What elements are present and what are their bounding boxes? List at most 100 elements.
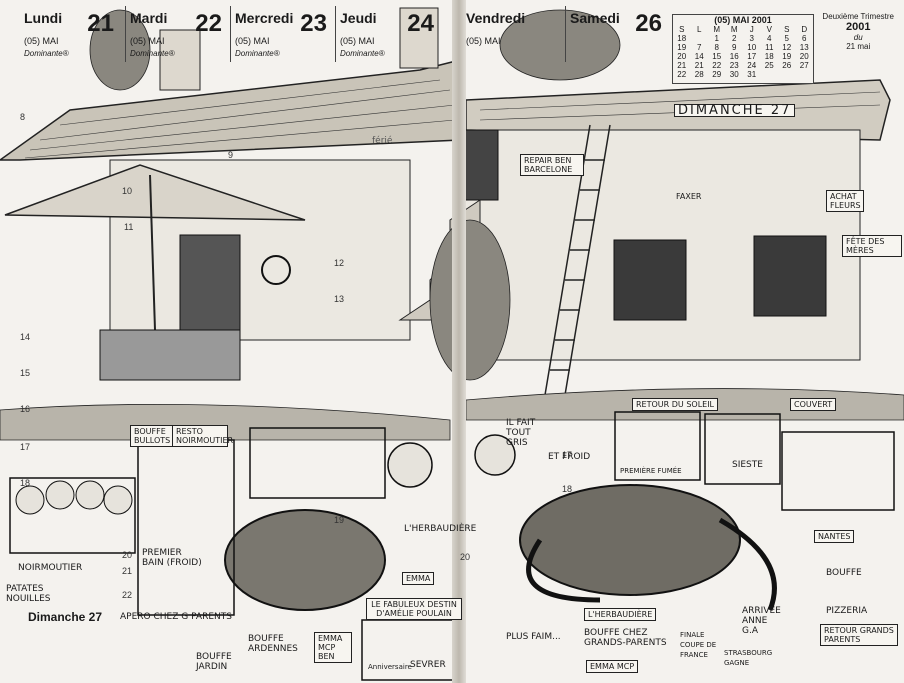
cal-cell: 15 bbox=[712, 52, 722, 61]
quarter-date: 21 mai bbox=[846, 42, 871, 51]
cal-cell: 27 bbox=[799, 61, 809, 70]
cal-cell bbox=[778, 70, 796, 79]
book-spine bbox=[452, 0, 466, 683]
pizzeria-note: PIZZERIA bbox=[826, 606, 868, 616]
cal-cell: 12 bbox=[782, 43, 792, 52]
sieste-note: SIESTE bbox=[732, 460, 763, 470]
hour-label: 15 bbox=[20, 368, 31, 378]
hour-label: 13 bbox=[334, 294, 345, 304]
premier-bain-note: PREMIER BAIN (FROID) bbox=[142, 548, 202, 568]
bouffe-grands-parents-note: BOUFFE CHEZ GRANDS-PARENTS bbox=[584, 628, 667, 648]
repair-note: REPAIR BEN BARCELONE bbox=[520, 154, 584, 176]
day-header-vendredi: Vendredi (05) MAI bbox=[462, 6, 562, 68]
day-month: (05) MAI bbox=[130, 36, 165, 46]
ferie-label: férié bbox=[372, 136, 393, 146]
arrivee-note: ARRIVÉE ANNE G.A bbox=[742, 606, 781, 636]
cal-cell: 20 bbox=[799, 52, 809, 61]
cal-cell: 11 bbox=[765, 43, 774, 52]
day-tag: Dominante® bbox=[340, 49, 385, 58]
day-name: Jeudi bbox=[340, 10, 377, 26]
day-name: Mercredi bbox=[235, 10, 294, 26]
day-tag: Dominante® bbox=[24, 49, 69, 58]
emma-ben-note: EMMA MCP BEN bbox=[314, 632, 352, 663]
day-tag: Dominante® bbox=[130, 49, 175, 58]
cal-cell bbox=[796, 70, 814, 79]
hour-label: 18 bbox=[562, 484, 573, 494]
divider bbox=[125, 6, 126, 62]
emma-mcp-note: EMMA MCP bbox=[586, 660, 639, 673]
day-number: 23 bbox=[300, 10, 327, 37]
cal-cell: 24 bbox=[747, 61, 757, 70]
et-froid-note: ET FROID bbox=[548, 452, 591, 462]
cal-cell: 7 bbox=[697, 43, 702, 52]
cal-cell: 6 bbox=[802, 34, 807, 43]
il-fait-gris-note: IL FAIT TOUT GRIS bbox=[506, 418, 536, 448]
faxer-label: FAXER bbox=[676, 192, 702, 201]
calendar-title: (05) MAI 2001 bbox=[714, 15, 772, 25]
strasbourg-note: STRASBOURG GAGNE bbox=[724, 649, 773, 667]
herbaudiere-note-2: L'HERBAUDIÈRE bbox=[584, 608, 657, 621]
cal-cell: 21 bbox=[677, 61, 687, 70]
cal-cell: 28 bbox=[694, 70, 704, 79]
resto-note: RESTO NOIRMOUTIER bbox=[172, 425, 233, 447]
cal-cell: 21 bbox=[694, 61, 704, 70]
cal-cell: 10 bbox=[747, 43, 757, 52]
divider bbox=[335, 6, 336, 62]
cal-cell: 19 bbox=[677, 43, 687, 52]
calendar-head-row: S L M M J V S D bbox=[673, 25, 813, 34]
anniversaire-label: Anniversaire bbox=[368, 663, 412, 671]
cal-cell: S bbox=[784, 25, 790, 34]
cal-cell: 30 bbox=[729, 70, 739, 79]
cal-cell: 18 bbox=[677, 34, 687, 43]
day-number: 22 bbox=[195, 10, 222, 37]
day-tag: Dominante® bbox=[235, 49, 280, 58]
day-header-lundi: Lundi 21 (05) MAI Dominante® bbox=[20, 6, 120, 68]
hour-label: 9 bbox=[228, 150, 234, 160]
cal-cell: 16 bbox=[729, 52, 739, 61]
day-name: Vendredi bbox=[466, 10, 526, 26]
hour-label: 10 bbox=[122, 186, 133, 196]
patates-note: PATATES NOUILLES bbox=[6, 584, 51, 604]
retour-gp-note: RETOUR GRANDS PARENTS bbox=[820, 624, 898, 646]
quarter-du: du bbox=[853, 33, 863, 42]
cal-cell: S bbox=[679, 25, 685, 34]
hour-label: 8 bbox=[20, 112, 26, 122]
cal-cell: D bbox=[801, 25, 808, 34]
hour-label: 19 bbox=[334, 515, 345, 525]
cal-cell: 1 bbox=[714, 34, 719, 43]
plus-faim-note: PLUS FAIM... bbox=[506, 632, 561, 642]
cal-cell: 20 bbox=[677, 52, 687, 61]
day-number: 21 bbox=[87, 10, 114, 37]
cal-cell: 13 bbox=[799, 43, 809, 52]
day-month: (05) MAI bbox=[235, 36, 270, 46]
day-name: Samedi bbox=[570, 10, 620, 26]
hour-label: 22 bbox=[122, 590, 133, 600]
day-month: (05) MAI bbox=[24, 36, 59, 46]
cal-cell: 25 bbox=[764, 61, 774, 70]
cal-cell: 18 bbox=[764, 52, 774, 61]
sunday-footer: Dimanche 27 bbox=[28, 610, 103, 624]
hour-label: 21 bbox=[122, 566, 133, 576]
day-number: 24 bbox=[407, 10, 434, 37]
hour-label: 20 bbox=[122, 550, 133, 560]
hour-label: 11 bbox=[124, 222, 134, 232]
cal-cell: 14 bbox=[694, 52, 704, 61]
quarter-box: Deuxième Trimestre 2001 du 21 mai bbox=[822, 12, 894, 51]
hour-label: 20 bbox=[460, 552, 471, 562]
sunday-title: DIMANCHE 27 bbox=[674, 104, 796, 117]
cal-cell: 5 bbox=[784, 34, 789, 43]
fete-meres-note: FÊTE DES MÈRES bbox=[842, 235, 902, 257]
cal-cell: 19 bbox=[782, 52, 792, 61]
cal-cell: 22 bbox=[677, 70, 687, 79]
cal-cell: 4 bbox=[767, 34, 772, 43]
quarter-label: Deuxième Trimestre bbox=[822, 12, 894, 21]
retour-soleil-note: RETOUR DU SOLEIL bbox=[632, 398, 719, 411]
day-name: Mardi bbox=[130, 10, 168, 26]
hour-label: 12 bbox=[334, 258, 345, 268]
